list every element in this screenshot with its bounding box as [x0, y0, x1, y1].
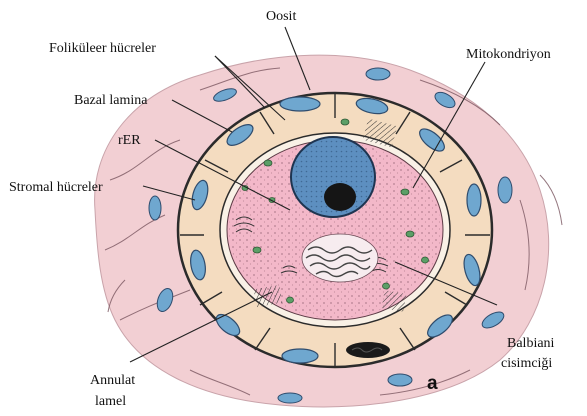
label-folikuleer-hucreler: Foliküleer hücreler	[49, 41, 156, 56]
balbiani-body	[302, 234, 378, 282]
label-annulat-line1: Annulat	[90, 373, 135, 388]
label-balbiani-line1: Balbiani	[507, 336, 555, 351]
label-stromal-hucreler: Stromal hücreler	[9, 180, 103, 195]
dark-follicular-nucleus	[346, 342, 390, 358]
panel-letter: a	[427, 373, 438, 394]
label-bazal-lamina: Bazal lamina	[74, 93, 148, 108]
nucleolus	[324, 183, 356, 211]
label-rer: rER	[118, 133, 141, 148]
label-annulat-line2: lamel	[95, 394, 126, 409]
label-balbiani-line2: cisimciği	[501, 356, 552, 371]
oocyte-nucleus	[291, 137, 375, 217]
label-oosit: Oosit	[266, 9, 296, 24]
label-mitokondriyon: Mitokondriyon	[466, 47, 551, 62]
